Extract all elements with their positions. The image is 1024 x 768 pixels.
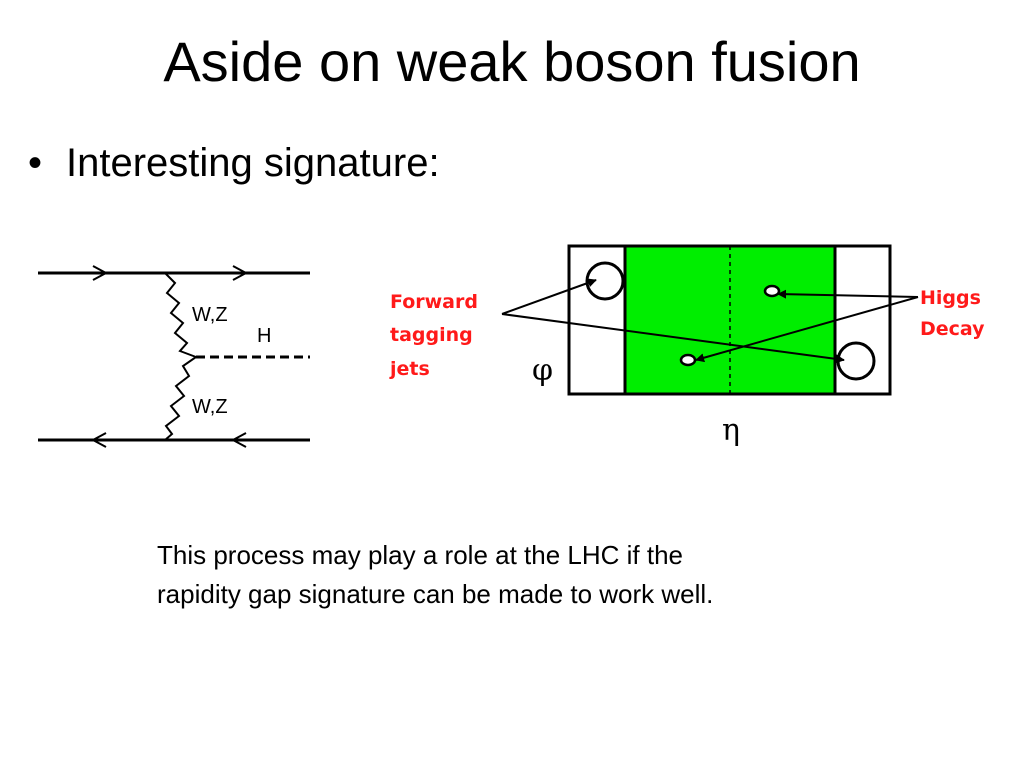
arrow-to-left-jet [501,278,597,315]
upper-boson-propagator [164,272,197,358]
forward-jet-right [836,341,876,381]
bullet-item: • Interesting signature: [28,138,440,188]
bullet-symbol: • [28,141,43,185]
higgs-decay-lower [679,353,697,367]
arrow-to-right-jet [501,313,845,364]
caption-text: This process may play a role at the LHC … [157,536,917,614]
higgs-decay-label-line-1: Higgs [920,287,981,309]
eta-axis-label: η [722,413,740,448]
forward-label-line-3: jets [389,358,430,380]
higgs-decay-upper [763,284,781,298]
arrow-to-upper-decay [777,289,919,299]
lower-boson-propagator [164,356,197,441]
lower-boson-label: W,Z [192,396,228,418]
feynman-diagram: W,Z W,Z H [38,265,310,448]
upper-arrow-left [92,265,109,281]
detector-diagram: Forward tagging jets Higgs Decay φ η [389,244,985,448]
upper-boson-label: W,Z [192,304,228,326]
phi-axis-label: φ [532,353,553,388]
lower-arrow-right [230,432,247,448]
lower-arrow-left [90,432,107,448]
upper-arrow-right [232,265,249,281]
forward-label-line-1: Forward [390,291,478,313]
forward-label-line-2: tagging [390,324,473,346]
caption-line-2: rapidity gap signature can be made to wo… [157,579,714,609]
caption-line-1: This process may play a role at the LHC … [157,540,684,570]
arrow-to-lower-decay [695,296,919,363]
higgs-label: H [257,325,271,347]
slide-title: Aside on weak boson fusion [163,30,861,93]
higgs-decay-label-line-2: Decay [920,318,985,340]
bullet-text: Interesting signature: [66,141,440,185]
